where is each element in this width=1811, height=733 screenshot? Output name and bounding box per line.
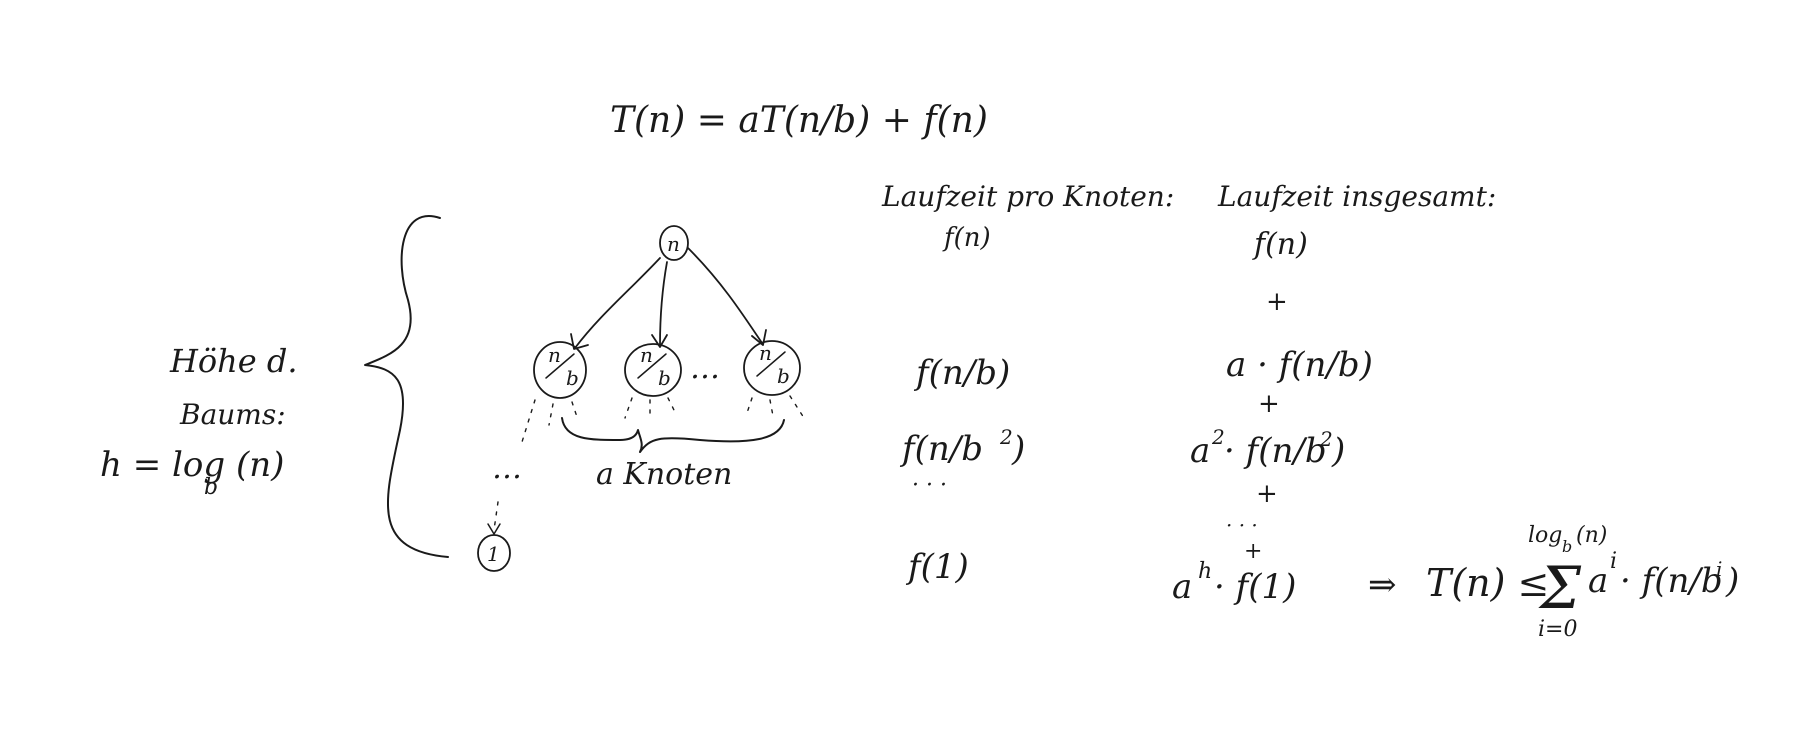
total-row2: a 2 · f(n/b 2 ) (1190, 425, 1345, 471)
edge-root-middle (659, 261, 668, 346)
total-row2-a: a (1190, 431, 1210, 471)
child-denominator: b (658, 366, 671, 390)
result-lhs: T(n) ≤ (1426, 561, 1549, 605)
children-caption: a Knoten (596, 457, 732, 492)
arrowhead-left (570, 333, 589, 350)
result-term-a-exp: i (1610, 549, 1617, 574)
result-implies: ⇒ (1368, 565, 1397, 605)
level-ellipsis: … (492, 451, 522, 486)
per-node-row2-main: f(n/b (899, 429, 983, 469)
height-brace (364, 215, 449, 558)
total-row1: a · f(n/b) (1226, 345, 1373, 385)
children-brace (561, 417, 785, 453)
height-label-line2: Baums: (179, 398, 286, 431)
tree-child-node: n b (743, 340, 801, 396)
result-upper-tail: (n) (1576, 523, 1607, 548)
tree-edges (570, 247, 767, 350)
total-plus: + (1266, 287, 1288, 317)
leaf-dashed-edge (493, 501, 499, 531)
total-row-last: a h · f(1) (1172, 559, 1296, 607)
result-upper-sub: b (1562, 537, 1572, 556)
total-row2-f: · f(n/b (1224, 431, 1327, 471)
total-last-a: a (1172, 567, 1192, 607)
result-formula: ⇒ T(n) ≤ Σ log b (n) i=0 a i · f(n/b i ) (1368, 523, 1739, 642)
child-denominator: b (777, 364, 790, 388)
per-node-row2-exp: 2 (999, 425, 1013, 449)
height-label-line1: Höhe d. (169, 342, 298, 380)
recurrence-formula: T(n) = aT(n/b) + f(n) (610, 100, 988, 141)
child-numerator: n (640, 343, 653, 367)
result-upper-main: log (1528, 523, 1562, 548)
per-node-row1: f(n/b) (913, 353, 1010, 393)
total-plus: + (1256, 479, 1278, 509)
child-denominator: b (566, 366, 579, 390)
result-term-f: · f(n/b (1620, 561, 1723, 601)
tree-child-node: n b (533, 341, 587, 399)
total-plus: + (1244, 539, 1262, 564)
per-node-row0: f(n) (942, 223, 991, 253)
result-term-exp: i (1716, 557, 1722, 581)
total-row2-close: ) (1331, 431, 1345, 471)
total-row0: f(n) (1252, 227, 1308, 262)
height-formula: h = log b (n) (100, 445, 284, 500)
edge-root-left (574, 257, 661, 349)
per-node-row2: f(n/b 2 ) (899, 425, 1025, 469)
tree-leaf-node: 1 (477, 534, 511, 572)
total-header: Laufzeit insgesamt: (1217, 180, 1496, 213)
height-formula-sub: b (204, 475, 218, 500)
height-formula-tail: (n) (236, 445, 284, 485)
result-sum-symbol: Σ (1538, 554, 1582, 622)
per-node-row-last: f(1) (905, 547, 969, 587)
leaf-label: 1 (487, 542, 500, 566)
total-row2-a-exp: 2 (1211, 425, 1225, 449)
total-row2-exp: 2 (1319, 427, 1333, 451)
arrowhead-right (751, 329, 767, 346)
child-numerator: n (548, 343, 561, 367)
tree-root-node: n (659, 225, 689, 261)
result-term-close: ) (1725, 561, 1739, 601)
children-ellipsis: … (690, 351, 720, 386)
root-label: n (667, 232, 680, 256)
subtree-dashes (521, 395, 805, 443)
total-dots: · · · (1226, 513, 1258, 537)
tree-child-node: n b (624, 343, 682, 397)
edge-root-right (687, 247, 763, 344)
height-formula-main: h = log (100, 445, 225, 485)
arrowhead-middle (651, 334, 668, 348)
result-lower: i=0 (1538, 617, 1577, 642)
per-node-row2-close: ) (1011, 429, 1025, 469)
per-node-dots: · · · (912, 473, 947, 498)
result-term-a: a (1588, 561, 1608, 601)
per-node-header: Laufzeit pro Knoten: (881, 180, 1174, 213)
total-plus: + (1258, 389, 1280, 419)
child-numerator: n (759, 341, 772, 365)
total-last-f: · f(1) (1214, 567, 1296, 607)
total-last-a-exp: h (1198, 559, 1212, 584)
